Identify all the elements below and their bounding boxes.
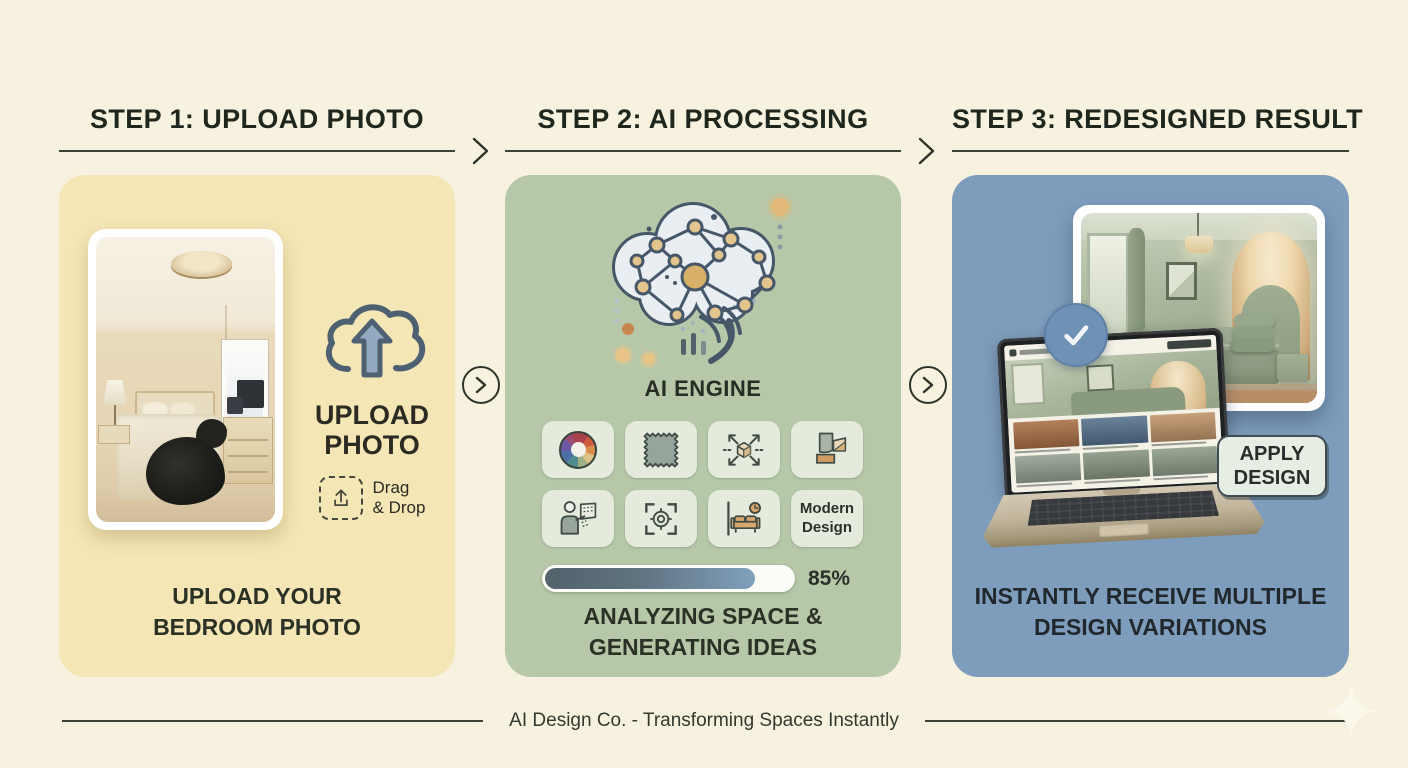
laptop-header-button — [1167, 338, 1212, 349]
analysis-tile-grid: Modern Design — [542, 421, 863, 547]
design-thumbnail[interactable] — [1149, 411, 1217, 443]
laptop-screen — [996, 327, 1231, 496]
person-presentation-tile — [542, 490, 614, 547]
chevron-right-icon — [475, 376, 487, 394]
header-chevron-icon — [472, 137, 489, 165]
step1-caption: UPLOAD YOUR BEDROOM PHOTO — [153, 583, 361, 641]
laptop-keyboard — [1026, 490, 1219, 526]
scan-target-tile — [625, 490, 697, 547]
laptop-trackpad — [1098, 523, 1149, 537]
laptop-site-logo — [1009, 349, 1017, 357]
design-thumbnail[interactable] — [1083, 449, 1150, 480]
flow-arrow-2 — [909, 366, 947, 404]
progress-bar-track — [542, 565, 795, 592]
sofa-clock-tile — [708, 490, 780, 547]
material-samples-icon — [816, 432, 847, 464]
step3-underline — [952, 150, 1349, 152]
drag-drop-zone[interactable] — [318, 476, 363, 521]
step3-card: APPLY DESIGN INSTANTLY RECEIVE MULTIPLE … — [952, 175, 1349, 677]
step1-card: UPLOAD PHOTO Drag & Drop — [59, 175, 455, 677]
step1-title: STEP 1: UPLOAD PHOTO — [89, 104, 425, 134]
upload-photo-zone[interactable]: UPLOAD PHOTO Drag & Drop — [305, 291, 439, 521]
step1-underline — [59, 150, 455, 152]
footer: AI Design Co. - Transforming Spaces Inst… — [62, 710, 1346, 732]
processing-progress: 85% — [542, 565, 872, 592]
laptop-thumbnail-grid — [1007, 407, 1224, 493]
step2-title: STEP 2: AI PROCESSING — [537, 104, 869, 134]
color-wheel-icon — [559, 430, 597, 469]
cube-expand-tile — [708, 421, 780, 478]
modern-design-tile: Modern Design — [791, 490, 863, 547]
ai-engine-label: AI ENGINE — [644, 376, 762, 401]
material-samples-tile — [791, 421, 863, 478]
scan-target-icon — [645, 502, 677, 535]
flow-arrow-1 — [462, 366, 500, 404]
laptop-hero-image — [1004, 349, 1220, 419]
progress-bar-fill — [545, 568, 755, 589]
messy-bedroom-photo — [88, 229, 283, 530]
messy-bedroom-art — [96, 237, 275, 522]
column-step1: STEP 1: UPLOAD PHOTO UPLOA — [59, 0, 455, 700]
sofa-clock-icon — [727, 500, 761, 536]
progress-percent-label: 85% — [808, 566, 851, 590]
footer-tagline: AI Design Co. - Transforming Spaces Inst… — [509, 710, 899, 731]
step3-caption: INSTANTLY RECEIVE MULTIPLE DESIGN VARIAT… — [974, 583, 1327, 641]
design-thumbnail[interactable] — [1081, 415, 1148, 446]
step3-title: STEP 3: REDESIGNED RESULT — [952, 104, 1364, 134]
checkmark-badge-icon — [1044, 303, 1108, 367]
design-thumbnail[interactable] — [1014, 453, 1082, 484]
design-thumbnail[interactable] — [1151, 445, 1219, 477]
cloud-upload-icon — [325, 304, 426, 378]
modern-design-label: Modern Design — [799, 499, 855, 536]
upload-photo-label: UPLOAD PHOTO — [315, 400, 429, 461]
cube-expand-icon — [722, 433, 766, 466]
step2-caption: ANALYZING SPACE & GENERATING IDEAS — [583, 603, 823, 661]
step2-card: AI ENGINE — [505, 175, 901, 677]
chevron-right-icon — [922, 376, 934, 394]
design-thumbnail[interactable] — [1013, 419, 1080, 450]
laptop-screen-content — [1004, 334, 1224, 493]
ai-brain-illustration — [583, 194, 793, 368]
person-presentation-icon — [560, 500, 597, 535]
step2-underline — [505, 150, 901, 152]
fabric-swatch-tile — [625, 421, 697, 478]
drag-drop-label: Drag & Drop — [372, 478, 426, 518]
fabric-swatch-icon — [643, 432, 679, 467]
column-step2: STEP 2: AI PROCESSING — [505, 0, 901, 700]
share-upload-icon — [333, 489, 348, 507]
sparkle-icon — [1323, 683, 1379, 739]
column-step3: STEP 3: REDESIGNED RESULT — [952, 0, 1364, 700]
header-chevron-icon — [918, 137, 935, 165]
color-wheel-tile — [542, 421, 614, 478]
apply-design-button[interactable]: APPLY DESIGN — [1217, 435, 1327, 497]
